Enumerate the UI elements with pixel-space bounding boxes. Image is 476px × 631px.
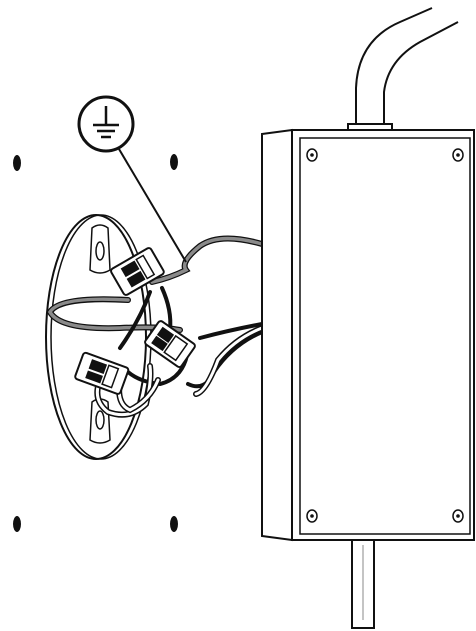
earth-callout-leader xyxy=(115,143,187,263)
top-cable-conduit xyxy=(347,7,459,135)
wire-connector-top xyxy=(110,247,165,296)
junction-box xyxy=(261,128,475,542)
anchor-hole-bottom-right xyxy=(170,516,178,532)
wall-anchor-holes xyxy=(13,154,178,532)
round-mounting-plate xyxy=(45,214,152,460)
bottom-pipe xyxy=(351,539,375,629)
anchor-hole-top-left xyxy=(13,155,21,171)
protective-earth-ground-icon xyxy=(77,95,135,153)
wire-connector-right xyxy=(144,320,196,368)
junction-box-front xyxy=(291,129,475,541)
wire-connector-bottom xyxy=(74,351,130,395)
anchor-hole-top-right xyxy=(170,154,178,170)
junction-box-side xyxy=(261,128,293,542)
lid-screws xyxy=(306,148,464,523)
wiring-bundle xyxy=(46,235,265,418)
junction-box-lid xyxy=(299,137,471,535)
anchor-hole-bottom-left xyxy=(13,516,21,532)
